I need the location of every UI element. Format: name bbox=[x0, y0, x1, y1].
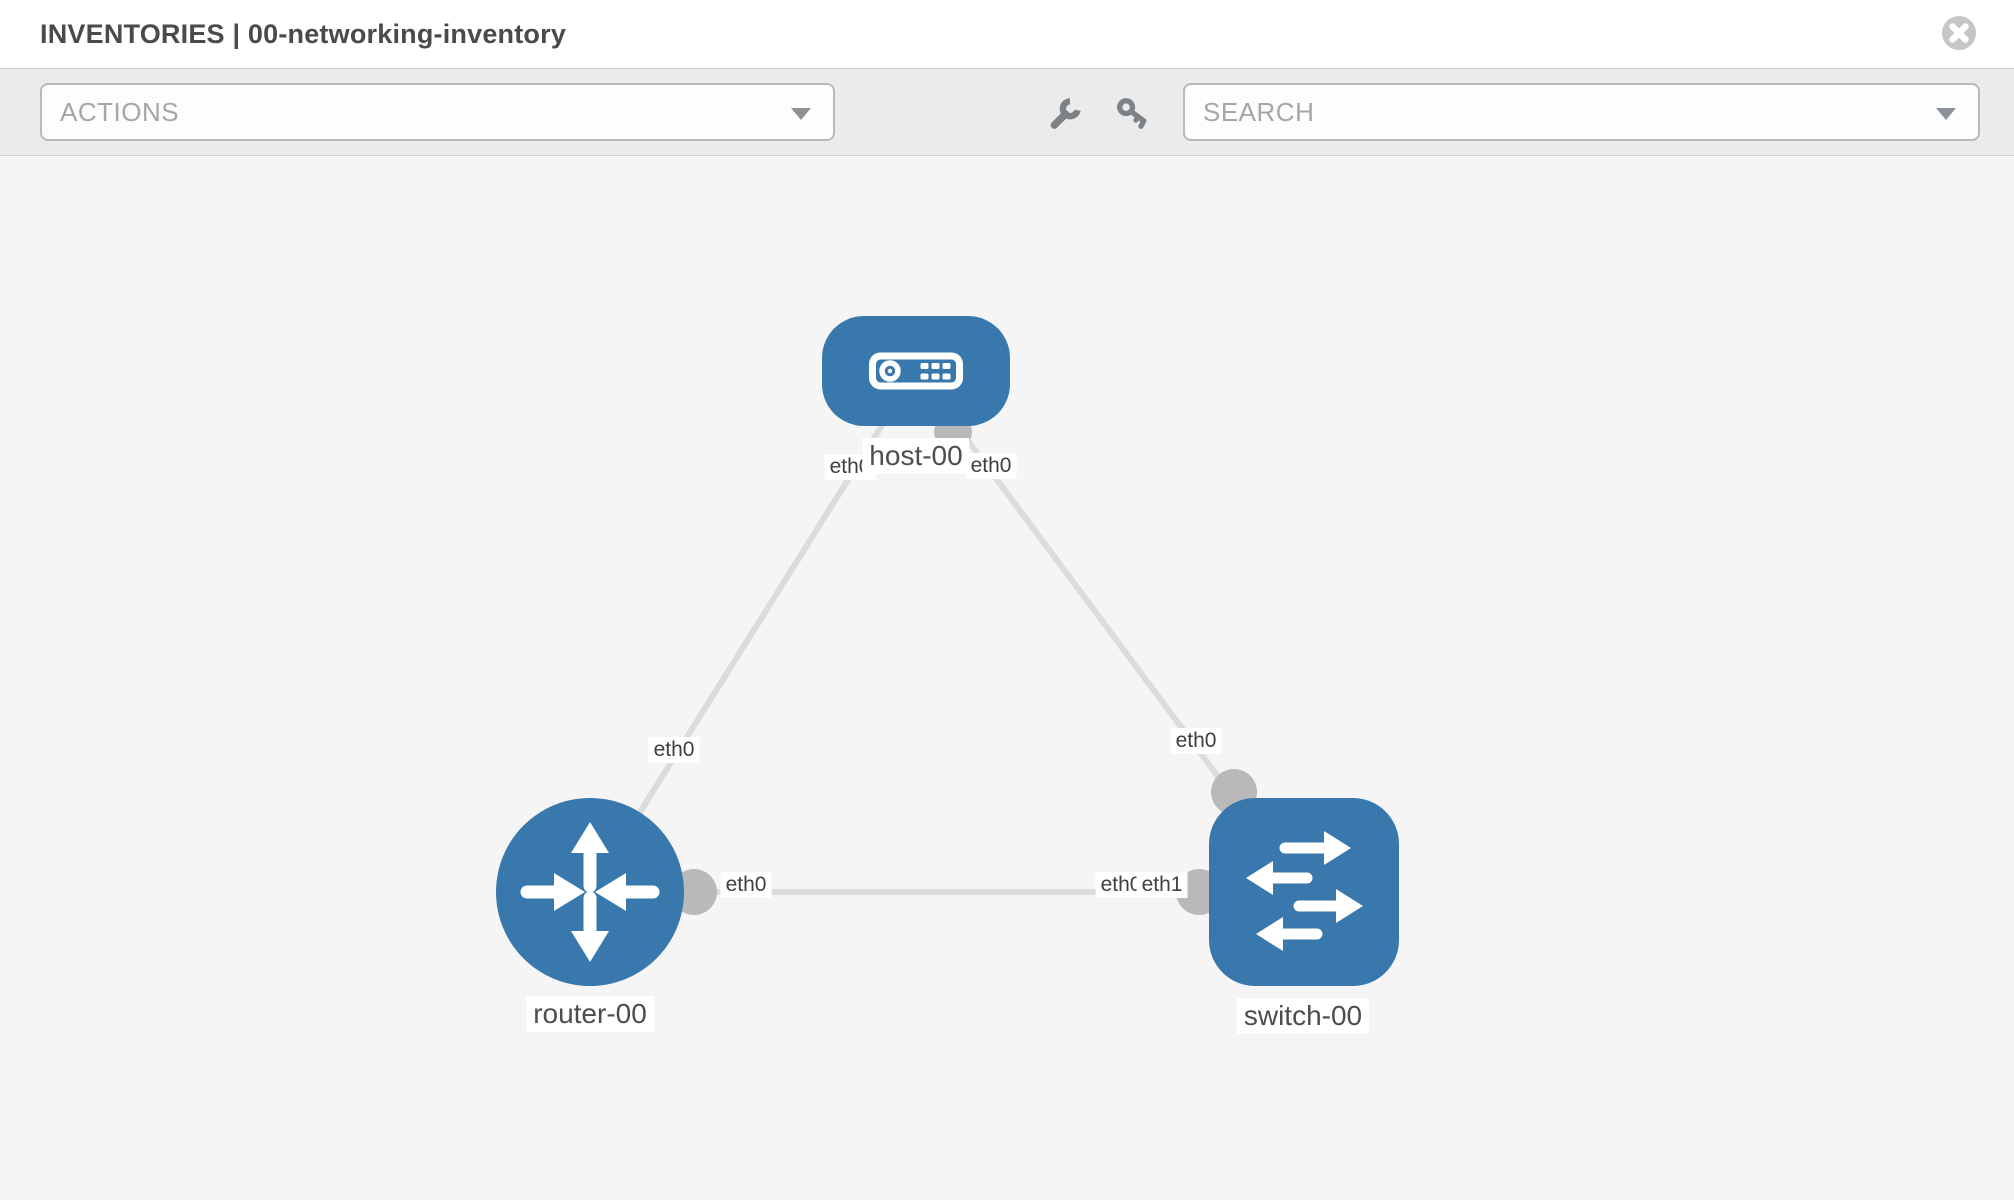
host-icon bbox=[869, 352, 963, 390]
chevron-down-icon bbox=[791, 108, 811, 120]
node-router[interactable] bbox=[496, 798, 684, 986]
node-label-host: host-00 bbox=[862, 438, 970, 474]
chevron-down-icon bbox=[1936, 108, 1956, 120]
search-dropdown[interactable]: SEARCH bbox=[1183, 83, 1980, 141]
credentials-button[interactable] bbox=[1116, 97, 1150, 131]
close-button[interactable] bbox=[1941, 15, 1977, 51]
router-icon bbox=[520, 822, 660, 962]
node-label-switch: switch-00 bbox=[1236, 998, 1370, 1034]
key-icon bbox=[1117, 98, 1147, 129]
node-host[interactable] bbox=[822, 316, 1010, 426]
switch-icon bbox=[1246, 831, 1363, 951]
node-label-router: router-00 bbox=[526, 996, 654, 1032]
page-title: INVENTORIES | 00-networking-inventory bbox=[40, 19, 567, 49]
interface-dots bbox=[671, 413, 1257, 915]
toolbar: ACTIONS SEARCH bbox=[0, 68, 2014, 156]
close-icon bbox=[1942, 16, 1976, 50]
search-dropdown-label: SEARCH bbox=[1203, 96, 1315, 127]
iface-label: eth0 bbox=[648, 737, 700, 763]
wrench-icon bbox=[1050, 98, 1081, 129]
actions-dropdown[interactable]: ACTIONS bbox=[40, 83, 835, 141]
node-switch[interactable] bbox=[1209, 798, 1399, 986]
configure-button[interactable] bbox=[1048, 97, 1082, 131]
iface-label: eth0 bbox=[720, 872, 772, 898]
topology-canvas[interactable]: eth0 eth0 eth0 eth0 eth0 eth0 eth1 host-… bbox=[0, 156, 2014, 1200]
iface-label: eth0 bbox=[965, 453, 1017, 479]
iface-label: eth0 bbox=[1170, 728, 1222, 754]
iface-label: eth1 bbox=[1136, 872, 1188, 898]
actions-dropdown-label: ACTIONS bbox=[60, 96, 180, 127]
header: INVENTORIES | 00-networking-inventory bbox=[0, 0, 2014, 68]
